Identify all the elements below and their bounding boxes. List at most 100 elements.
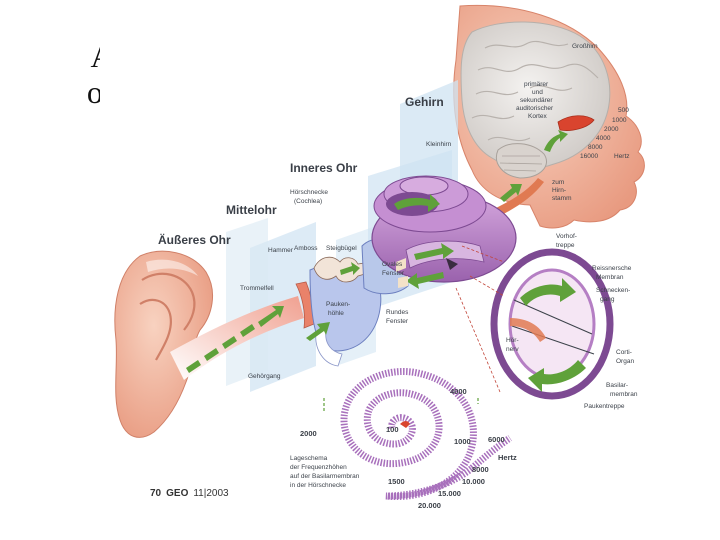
spiral-leader-lines bbox=[323, 398, 479, 412]
canal-arrows bbox=[186, 306, 284, 373]
spiral-freq-hertz: Hertz bbox=[498, 453, 517, 462]
schneckengang-line-1: Schnecken- bbox=[596, 287, 630, 294]
spiral-center-arrow bbox=[400, 421, 410, 428]
spiral-freq-15000: 15.000 bbox=[438, 489, 461, 498]
label-brain: Gehirn bbox=[405, 95, 444, 109]
label-outer-ear: Äußeres Ohr bbox=[158, 232, 231, 247]
credit-page: 70 bbox=[150, 488, 162, 499]
hirnstamm-line-2: Hirn- bbox=[552, 187, 566, 194]
cochlea-cross-section bbox=[455, 245, 614, 400]
hoernerv-line-2: nerv bbox=[506, 346, 519, 353]
eustachian-tube bbox=[315, 329, 343, 367]
auditory-cortex bbox=[557, 115, 595, 131]
label-cortex: primärer und sekundärer auditorischer Ko… bbox=[516, 81, 555, 120]
brain-freq-1000: 1000 bbox=[612, 117, 627, 124]
label-middle-ear: Mittelohr bbox=[226, 203, 277, 217]
corti-line-1: Corti- bbox=[616, 349, 632, 356]
cross-section-nerve bbox=[510, 318, 546, 342]
cross-section-arrow-top bbox=[520, 278, 576, 306]
label-paukenhoehle: Pauken- höhle bbox=[326, 301, 352, 317]
credit-issue: 11|2003 bbox=[193, 488, 229, 499]
outer-ear-group bbox=[114, 250, 304, 438]
brain-green-arrow bbox=[544, 130, 568, 152]
middle-ear-arrow bbox=[306, 322, 330, 341]
spiral-tail bbox=[469, 435, 512, 471]
label-ovales-fenster: Ovales Fenster bbox=[382, 261, 405, 277]
cochlea-arrow-upper bbox=[414, 243, 454, 260]
pinna-fold bbox=[139, 272, 196, 361]
brain-frequency-scale: 500 1000 2000 4000 8000 16000 bbox=[580, 107, 631, 160]
label-hoerschnecke: Hörschnecke (Cochlea) bbox=[290, 189, 330, 205]
spiral-freq-10000: 10.000 bbox=[462, 477, 485, 486]
reissner-line-1: Reissnersche bbox=[592, 265, 632, 272]
hirnstamm-line-1: zum bbox=[552, 179, 564, 186]
ovales-line-1: Ovales bbox=[382, 261, 403, 268]
cerebellum bbox=[496, 143, 547, 179]
credit-magazine: GEO bbox=[166, 488, 188, 499]
label-trommelfell: Trommelfell bbox=[240, 285, 274, 292]
cochlea-group bbox=[361, 175, 517, 295]
brain-freq-2000: 2000 bbox=[604, 126, 619, 133]
rundes-line-2: Fenster bbox=[386, 318, 409, 325]
basilar-line-2: membran bbox=[610, 391, 638, 398]
spiral-freq-20000: 20.000 bbox=[418, 501, 441, 510]
label-kleinhirn: Kleinhirn bbox=[426, 141, 452, 148]
label-inner-ear: Inneres Ohr bbox=[290, 161, 358, 175]
cross-section-membrane bbox=[511, 299, 595, 355]
label-gehoergang: Gehörgang bbox=[248, 373, 281, 380]
brain-shape bbox=[460, 21, 611, 169]
middle-ear-group bbox=[295, 256, 382, 367]
label-basilarmembran: Basilar- membran bbox=[606, 382, 638, 398]
frequency-spiral bbox=[323, 368, 512, 501]
hirnstamm-line-3: stamm bbox=[552, 195, 572, 202]
label-rundes-fenster: Rundes Fenster bbox=[386, 309, 410, 325]
spiral-freq-6000: 6000 bbox=[488, 435, 505, 444]
spiral-freq-100: 100 bbox=[386, 425, 399, 434]
spiral-freq-4000: 4000 bbox=[450, 387, 467, 396]
pinna-rim-light bbox=[146, 259, 198, 276]
label-zum-hirnstamm: zum Hirn- stamm bbox=[552, 179, 572, 202]
credit-line: 70 GEO 11|2003 bbox=[150, 488, 229, 499]
rundes-line-1: Rundes bbox=[386, 309, 409, 316]
lageschema-line-3: auf der Basilarmembran bbox=[290, 473, 360, 480]
vorhoftreppe-line-2: treppe bbox=[556, 242, 575, 249]
cochlea-nerve-dark bbox=[446, 258, 458, 270]
hoernerv-line-1: Hör- bbox=[506, 337, 519, 344]
schneckengang-line-2: gang bbox=[600, 296, 615, 303]
cross-section-arrow-bottom bbox=[528, 360, 586, 392]
label-hoernerv: Hör- nerv bbox=[506, 337, 520, 353]
label-amboss: Amboss bbox=[294, 245, 318, 252]
hoerschnecke-line-1: Hörschnecke bbox=[290, 189, 328, 196]
cortex-line-1: primärer bbox=[524, 81, 549, 88]
brain-freq-unit: Hertz bbox=[614, 153, 630, 160]
lageschema-line-2: der Frequenzhöhen bbox=[290, 464, 347, 471]
cochlea-window-fill bbox=[396, 258, 408, 288]
label-grosshirn: Großhirn bbox=[572, 43, 598, 50]
lageschema-line-4: in der Hörschnecke bbox=[290, 482, 346, 489]
ear-anatomy-diagram: Äußeres Ohr Mittelohr Inneres Ohr Gehirn… bbox=[114, 4, 645, 510]
cortex-line-3: sekundärer bbox=[520, 97, 553, 104]
corti-line-2: Organ bbox=[616, 358, 634, 365]
label-schneckengang: Schnecken- gang bbox=[596, 287, 632, 303]
paukenhoehle-line-1: Pauken- bbox=[326, 301, 350, 308]
brain-freq-4000: 4000 bbox=[596, 135, 611, 142]
cross-section-leader-lines bbox=[455, 245, 505, 393]
brain-folds bbox=[471, 40, 599, 142]
cerebellum-stripes bbox=[499, 155, 543, 172]
spiral-freq-2000: 2000 bbox=[300, 429, 317, 438]
label-hammer: Hammer bbox=[268, 247, 294, 254]
basilar-line-1: Basilar- bbox=[606, 382, 628, 389]
vorhoftreppe-line-1: Vorhof- bbox=[556, 233, 577, 240]
brain-freq-500: 500 bbox=[618, 107, 629, 114]
reissner-line-2: Membran bbox=[596, 274, 624, 281]
spiral-freq-1000: 1000 bbox=[454, 437, 471, 446]
label-paukentreppe: Paukentreppe bbox=[584, 403, 625, 410]
cortex-line-4: auditorischer bbox=[516, 105, 554, 112]
ear-anatomy-figure: Äußeres Ohr Mittelohr Inneres Ohr Gehirn… bbox=[100, 0, 652, 540]
cochlea-top-arrow bbox=[394, 194, 440, 212]
cortex-line-2: und bbox=[532, 89, 543, 96]
brainstem-arrow bbox=[500, 184, 522, 202]
lageschema-line-1: Lageschema bbox=[290, 455, 328, 462]
hoerschnecke-line-2: (Cochlea) bbox=[294, 198, 322, 205]
label-lageschema: Lageschema der Frequenzhöhen auf der Bas… bbox=[290, 455, 361, 489]
